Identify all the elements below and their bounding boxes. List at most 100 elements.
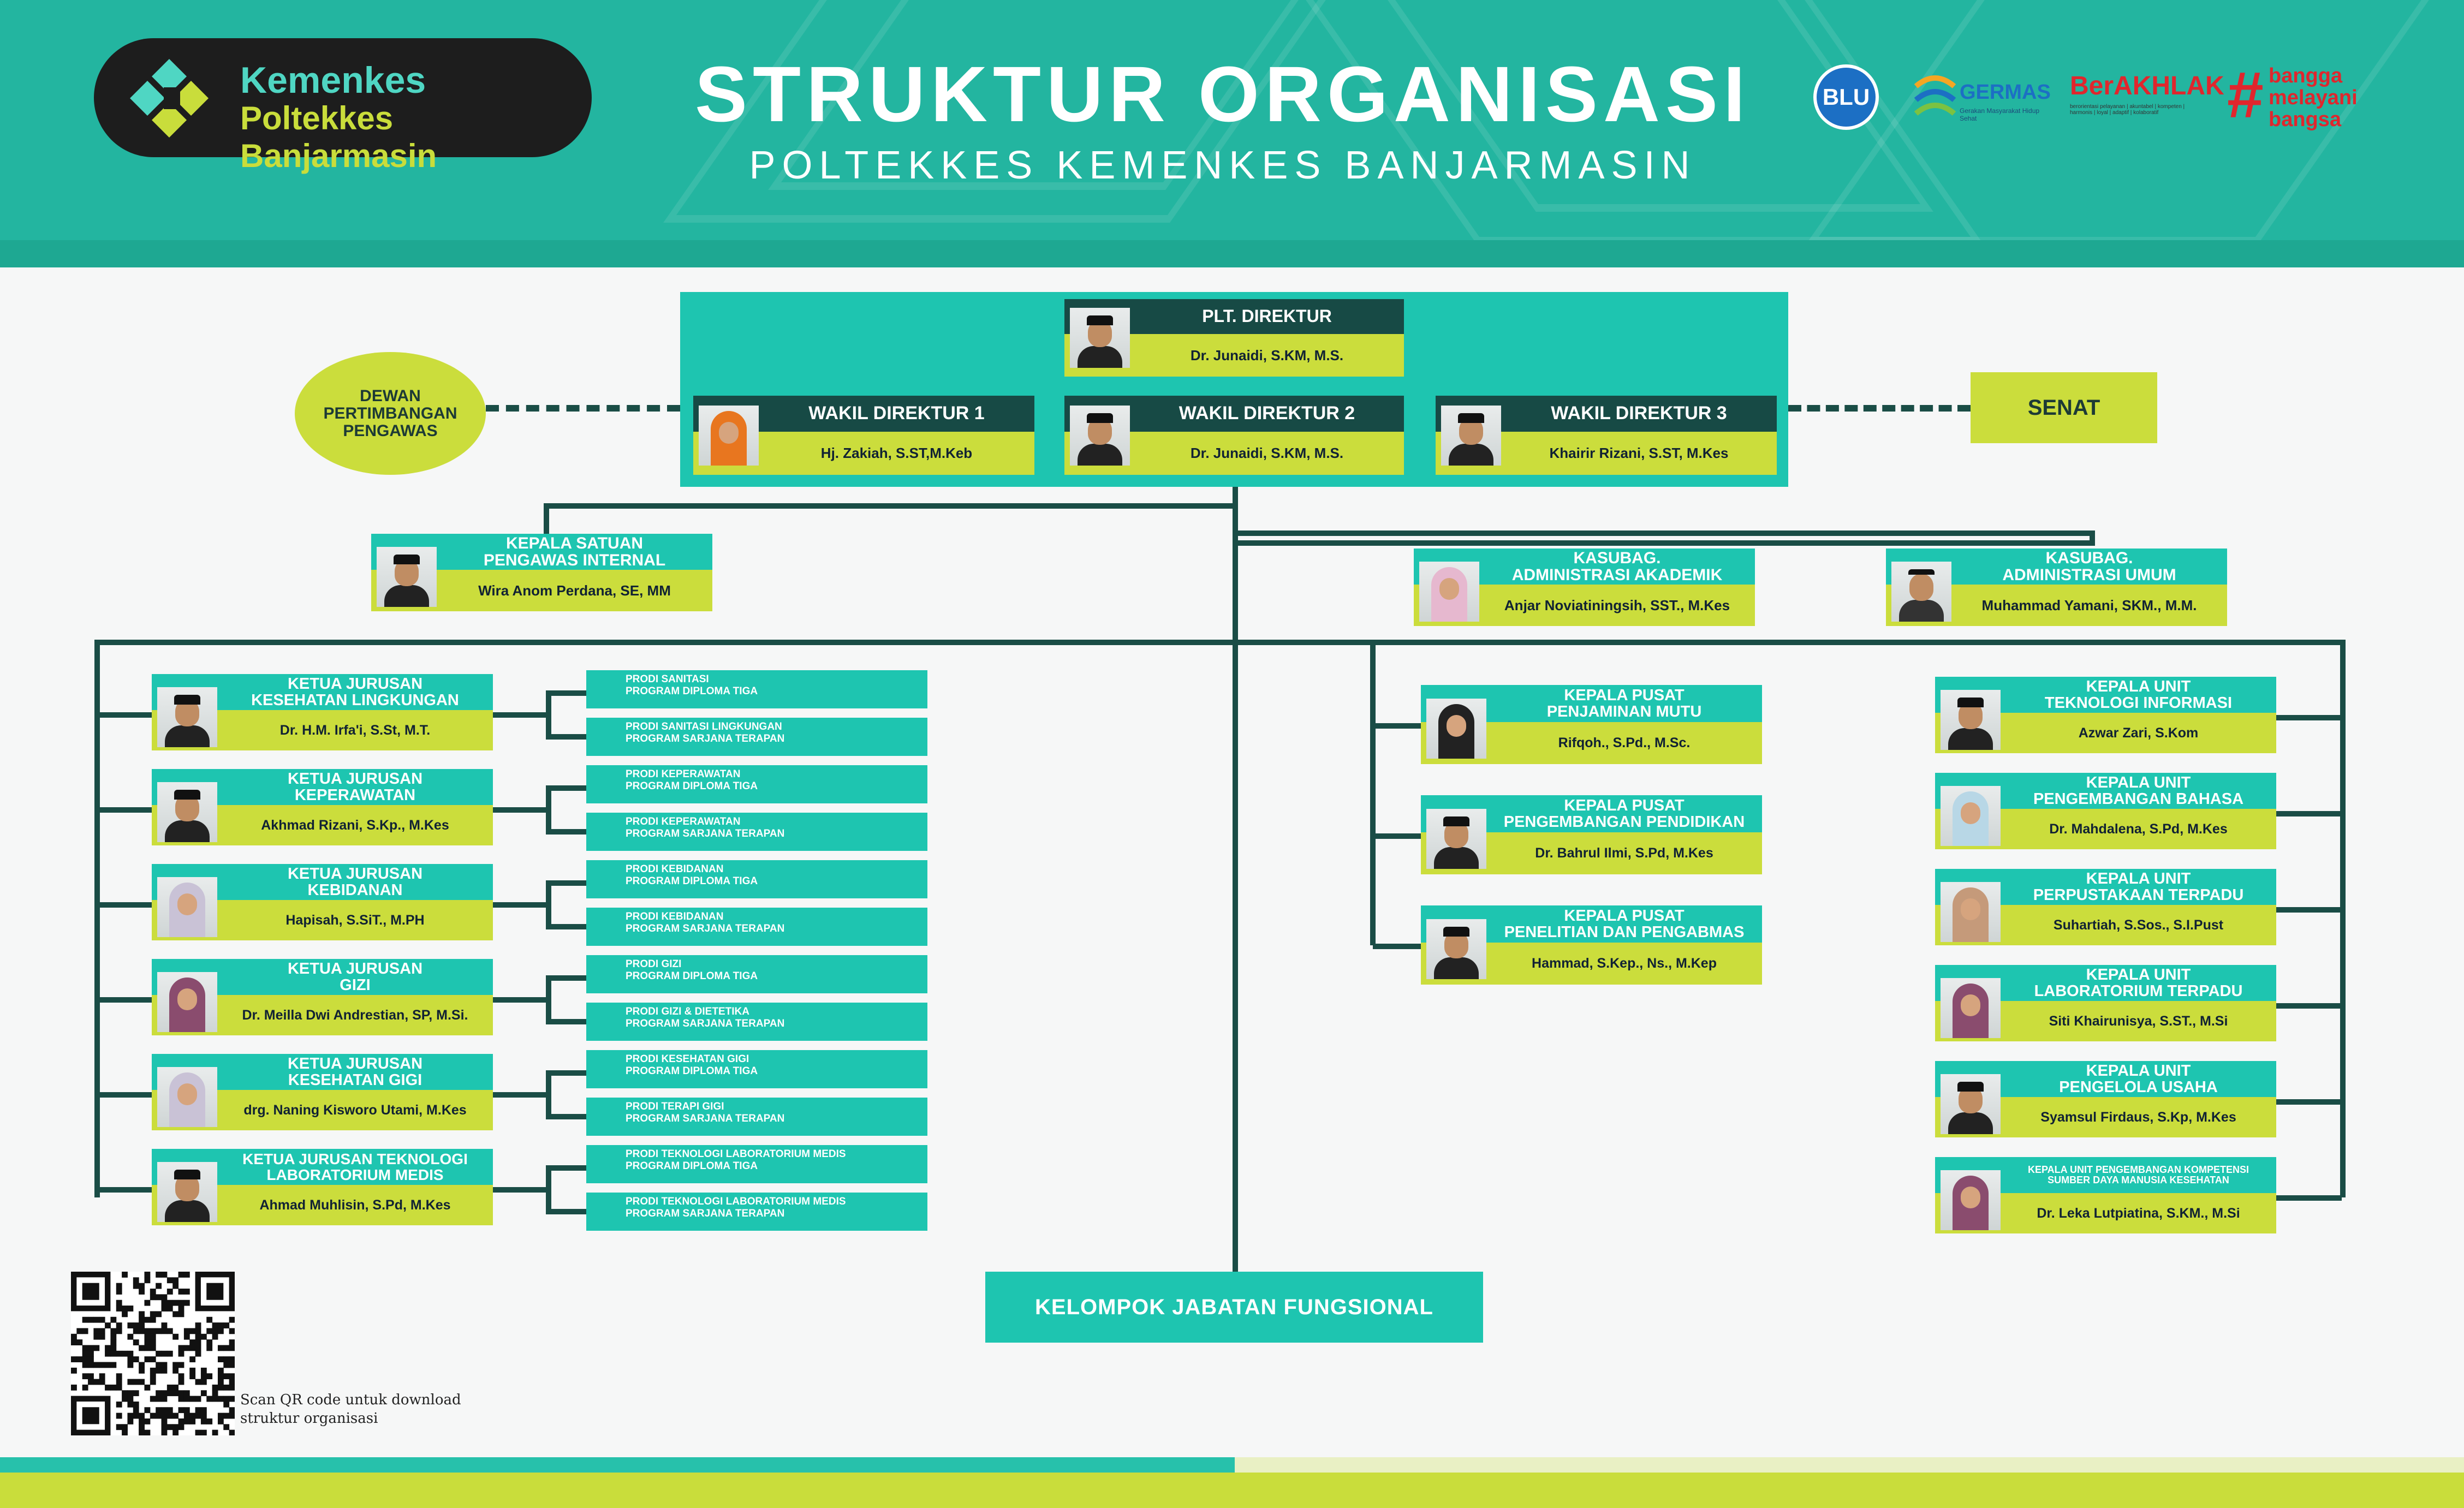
pusat-card-1-title-2: PENJAMINAN MUTU <box>1547 704 1702 720</box>
germas-sub: Gerakan Masyarakat Hidup Sehat <box>1960 107 2052 122</box>
bangga-text-2: melayani <box>2269 87 2358 108</box>
page-title: STRUKTUR ORGANISASI <box>677 49 1769 140</box>
unit-card-1: KEPALA UNITTEKNOLOGI INFORMASIAzwar Zari… <box>1935 677 2276 753</box>
prodi-4-name: PRODI KEPERAWATAN <box>626 816 927 828</box>
unit-card-4: KEPALA UNITLABORATORIUM TERPADUSiti Khai… <box>1935 965 2276 1041</box>
person-photo <box>157 1067 217 1127</box>
pusat-card-1: KEPALA PUSATPENJAMINAN MUTURifqoh., S.Pd… <box>1421 685 1762 764</box>
jurusan-card-3-title-1: KETUA JURUSAN <box>288 866 422 882</box>
kasubag-akademik-title-1: KASUBAG. <box>1573 550 1660 567</box>
person-photo <box>157 877 217 937</box>
person-photo <box>1941 978 2001 1038</box>
unit-card-6-title-2: SUMBER DAYA MANUSIA KESEHATAN <box>2048 1175 2229 1185</box>
unit-card-6: KEPALA UNIT PENGEMBANGAN KOMPETENSISUMBE… <box>1935 1157 2276 1233</box>
jurusan-card-4-title-2: GIZI <box>340 977 370 993</box>
pusat-card-2-title-2: PENGEMBANGAN PENDIDIKAN <box>1504 814 1745 830</box>
prodi-box-5: PRODI KEBIDANANPROGRAM DIPLOMA TIGA <box>586 860 927 898</box>
kasubag-akademik-title-2: ADMINISTRASI AKADEMIK <box>1512 567 1723 584</box>
person-photo <box>1941 690 2001 750</box>
prodi-3-name: PRODI KEPERAWATAN <box>626 768 927 780</box>
bangga-melayani-logo: # bangga melayani bangsa <box>2227 62 2358 139</box>
bangga-text-3: bangsa <box>2269 109 2341 130</box>
pusat-card-2: KEPALA PUSATPENGEMBANGAN PENDIDIKANDr. B… <box>1421 795 1762 874</box>
kasubag-umum-card: KASUBAG. ADMINISTRASI UMUM Muhammad Yama… <box>1886 549 2227 626</box>
person-photo <box>1941 1074 2001 1134</box>
kelompok-jabatan-fungsional: KELOMPOK JABATAN FUNGSIONAL <box>985 1272 1483 1343</box>
prodi-8-name: PRODI GIZI & DIETETIKA <box>626 1006 927 1018</box>
jurusan-card-4-title-1: KETUA JURUSAN <box>288 961 422 977</box>
jurusan-card-6: KETUA JURUSAN TEKNOLOGILABORATORIUM MEDI… <box>152 1149 493 1225</box>
kasubag-umum-title-1: KASUBAG. <box>2045 550 2133 567</box>
prodi-box-4: PRODI KEPERAWATANPROGRAM SARJANA TERAPAN <box>586 813 927 851</box>
prodi-box-3: PRODI KEPERAWATANPROGRAM DIPLOMA TIGA <box>586 765 927 803</box>
jurusan-card-5-title-2: KESEHATAN GIGI <box>288 1072 422 1088</box>
person-photo <box>1941 1170 2001 1230</box>
person-photo <box>1941 786 2001 846</box>
dewan-line-3: PENGAWAS <box>324 422 457 440</box>
hashtag-icon: # <box>2227 62 2264 128</box>
prodi-box-7: PRODI GIZIPROGRAM DIPLOMA TIGA <box>586 955 927 993</box>
unit-card-5-title-1: KEPALA UNIT <box>2086 1063 2191 1079</box>
prodi-7-program: PROGRAM DIPLOMA TIGA <box>626 970 927 982</box>
person-photo <box>157 687 217 747</box>
pusat-card-3-title-2: PENELITIAN DAN PENGABMAS <box>1504 924 1745 940</box>
qr-code[interactable] <box>71 1272 235 1435</box>
deputy-2-photo <box>1070 406 1130 466</box>
prodi-5-name: PRODI KEBIDANAN <box>626 863 927 875</box>
prodi-10-name: PRODI TERAPI GIGI <box>626 1101 927 1113</box>
jurusan-card-5: KETUA JURUSANKESEHATAN GIGIdrg. Naning K… <box>152 1054 493 1130</box>
jurusan-card-6-title-2: LABORATORIUM MEDIS <box>266 1167 443 1183</box>
prodi-box-8: PRODI GIZI & DIETETIKAPROGRAM SARJANA TE… <box>586 1003 927 1041</box>
prodi-box-10: PRODI TERAPI GIGIPROGRAM SARJANA TERAPAN <box>586 1098 927 1136</box>
person-photo <box>157 972 217 1032</box>
deputy-3-photo <box>1441 406 1501 466</box>
germas-logo: GERMAS Gerakan Masyarakat Hidup Sehat <box>1911 64 2052 130</box>
unit-card-2-title-1: KEPALA UNIT <box>2086 774 2191 791</box>
director-card: PLT. DIREKTUR Dr. Junaidi, S.KM, M.S. <box>1064 299 1404 377</box>
qr-caption-2: struktur organisasi <box>240 1409 491 1428</box>
jurusan-card-1: KETUA JURUSANKESEHATAN LINGKUNGANDr. H.M… <box>152 674 493 750</box>
pusat-card-2-title-1: KEPALA PUSAT <box>1564 797 1684 814</box>
prodi-1-name: PRODI SANITASI <box>626 673 927 686</box>
kasubag-akademik-photo <box>1419 562 1479 622</box>
jurusan-card-2: KETUA JURUSANKEPERAWATANAkhmad Rizani, S… <box>152 769 493 845</box>
dewan-line-1: DEWAN <box>324 388 457 405</box>
bangga-text-1: bangga <box>2269 65 2342 86</box>
unit-card-3-title-2: PERPUSTAKAAN TERPADU <box>2033 887 2244 903</box>
header-band <box>0 240 2464 267</box>
kemenkes-logo: Kemenkes Poltekkes Banjarmasin <box>94 38 592 157</box>
prodi-box-9: PRODI KESEHATAN GIGIPROGRAM DIPLOMA TIGA <box>586 1050 927 1088</box>
person-photo <box>1426 699 1486 759</box>
spi-card: KEPALA SATUAN PENGAWAS INTERNAL Wira Ano… <box>371 534 712 611</box>
unit-card-2: KEPALA UNITPENGEMBANGAN BAHASADr. Mahdal… <box>1935 773 2276 849</box>
jurusan-card-6-title-1: KETUA JURUSAN TEKNOLOGI <box>242 1151 468 1167</box>
spi-photo <box>377 547 437 607</box>
berakhlak-sub: berorientasi pelayanan | akuntabel | kom… <box>2070 104 2195 116</box>
pusat-card-3-title-1: KEPALA PUSAT <box>1564 908 1684 924</box>
prodi-11-program: PROGRAM DIPLOMA TIGA <box>626 1160 927 1172</box>
deputy-card-2: WAKIL DIREKTUR 2 Dr. Junaidi, S.KM, M.S. <box>1064 396 1404 475</box>
prodi-9-program: PROGRAM DIPLOMA TIGA <box>626 1065 927 1077</box>
blu-logo: BLU <box>1813 64 1879 130</box>
pusat-card-1-title-1: KEPALA PUSAT <box>1564 687 1684 704</box>
prodi-12-name: PRODI TEKNOLOGI LABORATORIUM MEDIS <box>626 1196 927 1208</box>
jurusan-card-2-title-1: KETUA JURUSAN <box>288 771 422 787</box>
kasubag-akademik-card: KASUBAG. ADMINISTRASI AKADEMIK Anjar Nov… <box>1414 549 1755 626</box>
prodi-2-name: PRODI SANITASI LINGKUNGAN <box>626 721 927 733</box>
kasubag-umum-title-2: ADMINISTRASI UMUM <box>2002 567 2176 584</box>
prodi-9-name: PRODI KESEHATAN GIGI <box>626 1053 927 1065</box>
unit-card-5-title-2: PENGELOLA USAHA <box>2059 1079 2218 1095</box>
person-photo <box>1941 882 2001 942</box>
prodi-5-program: PROGRAM DIPLOMA TIGA <box>626 875 927 887</box>
qr-caption-1: Scan QR code untuk download <box>240 1391 491 1409</box>
unit-card-1-title-1: KEPALA UNIT <box>2086 678 2191 695</box>
jurusan-card-2-title-2: KEPERAWATAN <box>295 787 415 803</box>
dewan-line-2: PERTIMBANGAN <box>324 405 457 422</box>
unit-card-3-title-1: KEPALA UNIT <box>2086 871 2191 887</box>
jurusan-card-3: KETUA JURUSANKEBIDANANHapisah, S.SiT., M… <box>152 864 493 940</box>
prodi-4-program: PROGRAM SARJANA TERAPAN <box>626 828 927 840</box>
footer-band-light <box>1235 1457 2464 1473</box>
unit-card-5: KEPALA UNITPENGELOLA USAHASyamsul Firdau… <box>1935 1061 2276 1137</box>
berakhlak-logo: BerAKHLAK <box>2070 71 2224 101</box>
unit-card-1-title-2: TEKNOLOGI INFORMASI <box>2045 695 2232 711</box>
